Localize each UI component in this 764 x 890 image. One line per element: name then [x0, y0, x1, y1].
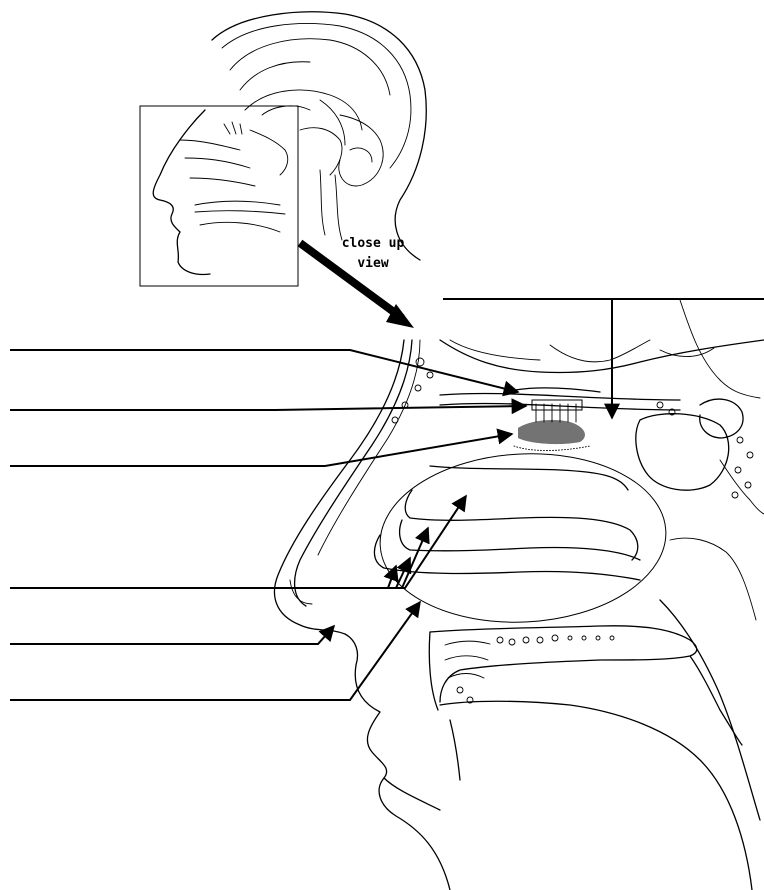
palate-texture	[457, 635, 614, 703]
nasal-closeup	[274, 300, 764, 890]
head-thumbnail	[153, 12, 426, 275]
close-up-pointer-arrow	[300, 243, 414, 328]
close-up-region-box	[140, 106, 298, 286]
